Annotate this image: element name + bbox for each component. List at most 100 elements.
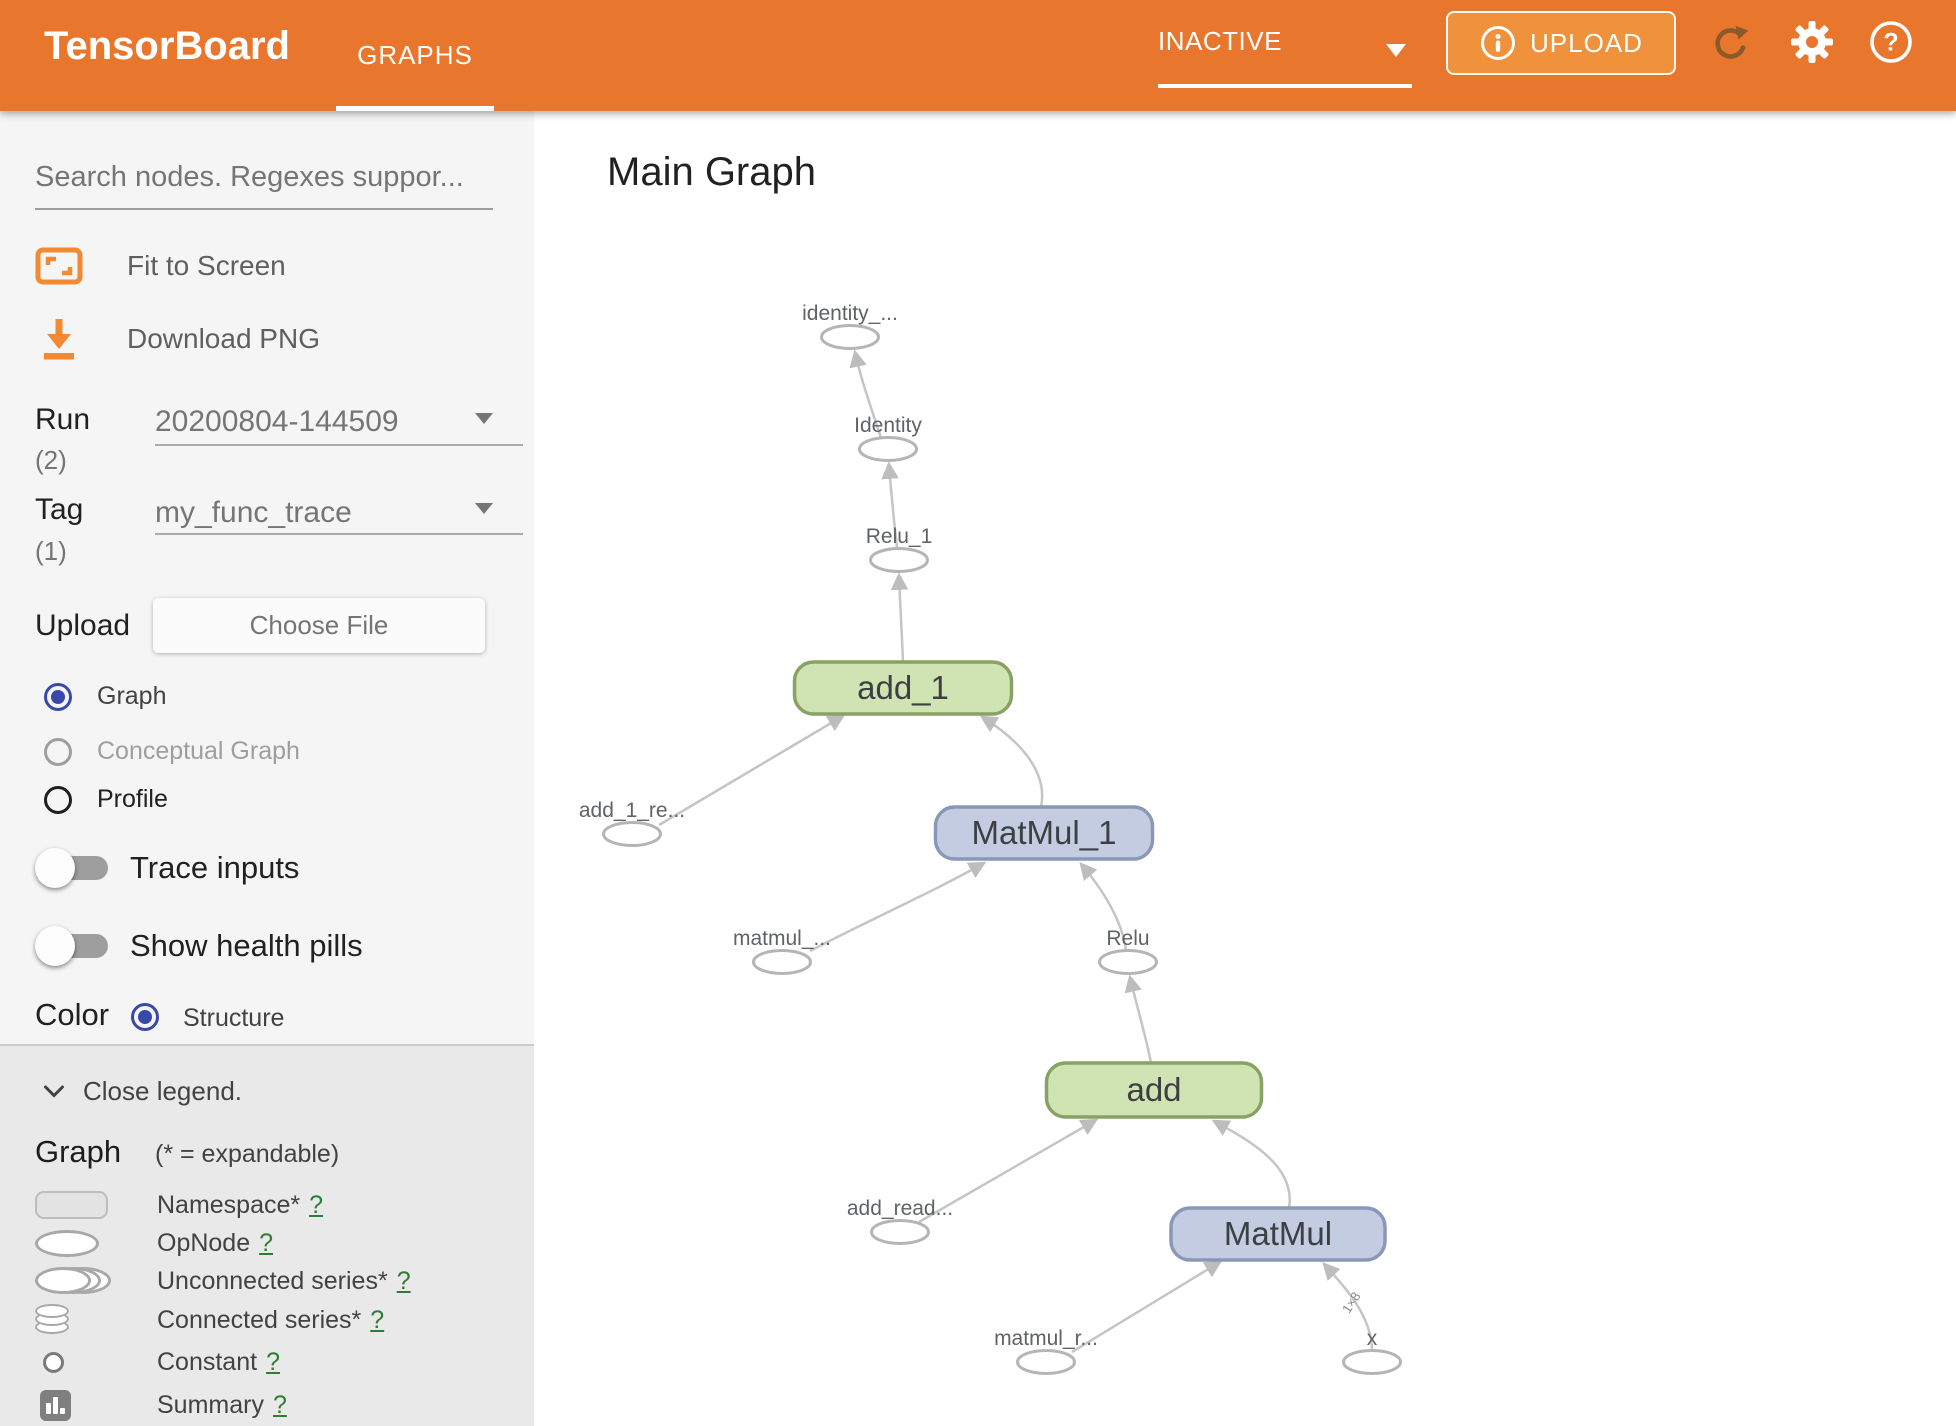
page-title: Main Graph	[607, 150, 816, 194]
graph-node-add_read[interactable]: add_read...	[847, 1197, 953, 1245]
legend-item-connected-series: Connected series* ?	[35, 1302, 515, 1338]
trace-inputs-label: Trace inputs	[130, 850, 300, 885]
upload-button-label: UPLOAD	[1530, 27, 1643, 58]
upload-label: Upload	[35, 609, 131, 642]
graph-node-add_1_re[interactable]: add_1_re...	[579, 799, 685, 847]
app-logo: TensorBoard	[44, 24, 290, 68]
legend-title: Graph	[35, 1134, 122, 1169]
legend-subtitle: (* = expandable)	[155, 1140, 340, 1168]
legend-item-summary: Summary ?	[35, 1387, 515, 1423]
legend-item-label: Unconnected series*	[157, 1266, 388, 1295]
legend-item-label: Constant	[157, 1347, 258, 1376]
help-button[interactable]: ?	[1868, 19, 1914, 65]
search-input[interactable]	[35, 161, 493, 210]
settings-button[interactable]	[1790, 20, 1834, 64]
legend-item-unconnected-series: Unconnected series* ?	[35, 1263, 515, 1299]
radio-unselected-icon	[44, 737, 72, 766]
gear-icon	[1790, 20, 1834, 64]
graph-node-matmul_1r[interactable]: matmul_...	[733, 927, 831, 975]
refresh-icon	[1710, 23, 1752, 65]
app-header: TensorBoard GRAPHS INACTIVE UPLOAD	[0, 0, 1956, 111]
help-link[interactable]: ?	[259, 1228, 274, 1257]
help-icon: ?	[1868, 19, 1914, 65]
tag-select-underline	[155, 533, 523, 535]
show-health-pills-toggle[interactable]: Show health pills	[35, 924, 363, 968]
legend-panel: Close legend. Graph (* = expandable) Nam…	[0, 1044, 534, 1426]
tag-select[interactable]: my_func_trace	[155, 496, 352, 529]
status-dropdown-underline	[1158, 84, 1412, 88]
status-dropdown[interactable]: INACTIVE	[1158, 26, 1412, 88]
color-structure-label: Structure	[183, 1004, 285, 1032]
toggle-off-icon	[35, 846, 108, 890]
choose-file-button[interactable]: Choose File	[153, 598, 485, 653]
svg-text:MatMul: MatMul	[1224, 1215, 1332, 1252]
graph-edge	[1322, 1262, 1374, 1350]
tag-label: Tag	[35, 493, 84, 526]
run-select-arrow-icon[interactable]	[475, 413, 493, 424]
graph-edge	[809, 861, 987, 953]
svg-text:x: x	[1367, 1327, 1378, 1350]
svg-text:Identity: Identity	[854, 414, 922, 437]
run-select[interactable]: 20200804-144509	[155, 405, 399, 438]
run-label: Run	[35, 403, 91, 436]
radio-graph-label: Graph	[97, 682, 167, 710]
help-link[interactable]: ?	[309, 1190, 324, 1219]
graph-edge	[658, 714, 846, 827]
legend-item-label: Namespace*	[157, 1190, 301, 1219]
help-link[interactable]: ?	[370, 1305, 385, 1334]
tab-graphs[interactable]: GRAPHS	[357, 40, 473, 70]
legend-item-label: Summary	[157, 1390, 264, 1419]
info-icon	[1479, 24, 1517, 62]
chevron-down-icon	[43, 1084, 65, 1099]
graph-node-matmul_r[interactable]: matmul_r...	[994, 1327, 1098, 1375]
help-link[interactable]: ?	[272, 1390, 287, 1419]
toggle-off-icon	[35, 924, 108, 968]
tag-select-arrow-icon[interactable]	[475, 503, 493, 514]
svg-text:add: add	[1126, 1071, 1181, 1108]
svg-text:matmul_...: matmul_...	[733, 927, 831, 950]
graph-node-MatMul[interactable]: MatMul	[1169, 1206, 1387, 1262]
svg-text:Relu_1: Relu_1	[866, 525, 933, 548]
color-structure-radio[interactable]	[131, 1003, 159, 1031]
radio-profile[interactable]: Profile	[44, 785, 168, 814]
legend-item-constant: Constant ?	[35, 1344, 515, 1380]
fit-to-screen-icon	[35, 244, 83, 288]
graph-node-x[interactable]: x	[1342, 1327, 1402, 1375]
graph-node-MatMul_1[interactable]: MatMul_1	[933, 805, 1155, 861]
radio-conceptual-graph[interactable]: Conceptual Graph	[44, 737, 300, 766]
graph-node-identity_1[interactable]: identity_...	[802, 302, 898, 350]
radio-unselected-icon	[44, 785, 72, 814]
sidebar: Fit to Screen Download PNG Run (2) 20200…	[0, 111, 534, 1426]
help-link[interactable]: ?	[396, 1266, 411, 1295]
graph-node-Identity[interactable]: Identity	[854, 414, 922, 462]
radio-graph[interactable]: Graph	[44, 682, 166, 711]
graph-edge	[1211, 1119, 1291, 1209]
svg-text:matmul_r...: matmul_r...	[994, 1327, 1098, 1350]
graph-node-add[interactable]: add	[1044, 1061, 1264, 1119]
edge-shape-label: 1×8	[1339, 1289, 1364, 1316]
legend-item-label: Connected series*	[157, 1305, 362, 1334]
graph-node-Relu_1[interactable]: Relu_1	[866, 525, 933, 573]
graph-node-Relu[interactable]: Relu	[1098, 927, 1158, 975]
fit-to-screen-button[interactable]: Fit to Screen	[35, 244, 286, 288]
show-health-pills-label: Show health pills	[130, 928, 363, 963]
download-png-button[interactable]: Download PNG	[35, 317, 320, 361]
run-select-underline	[155, 444, 523, 446]
upload-button[interactable]: UPLOAD	[1446, 11, 1676, 75]
graph-node-add_1[interactable]: add_1	[792, 660, 1014, 716]
svg-text:identity_...: identity_...	[802, 302, 898, 325]
radio-profile-label: Profile	[97, 785, 168, 813]
close-legend-button[interactable]: Close legend.	[43, 1076, 242, 1107]
unconnected-series-swatch-icon	[35, 1267, 157, 1295]
radio-selected-icon	[44, 682, 72, 711]
connected-series-swatch-icon	[35, 1304, 157, 1336]
refresh-button[interactable]	[1710, 23, 1752, 65]
tab-active-indicator	[336, 106, 494, 111]
trace-inputs-toggle[interactable]: Trace inputs	[35, 846, 299, 890]
svg-text:Relu: Relu	[1106, 927, 1149, 950]
close-legend-label: Close legend.	[83, 1076, 242, 1106]
legend-item-namespace: Namespace* ?	[35, 1187, 515, 1223]
svg-text:add_1: add_1	[857, 669, 949, 706]
help-link[interactable]: ?	[266, 1347, 280, 1376]
